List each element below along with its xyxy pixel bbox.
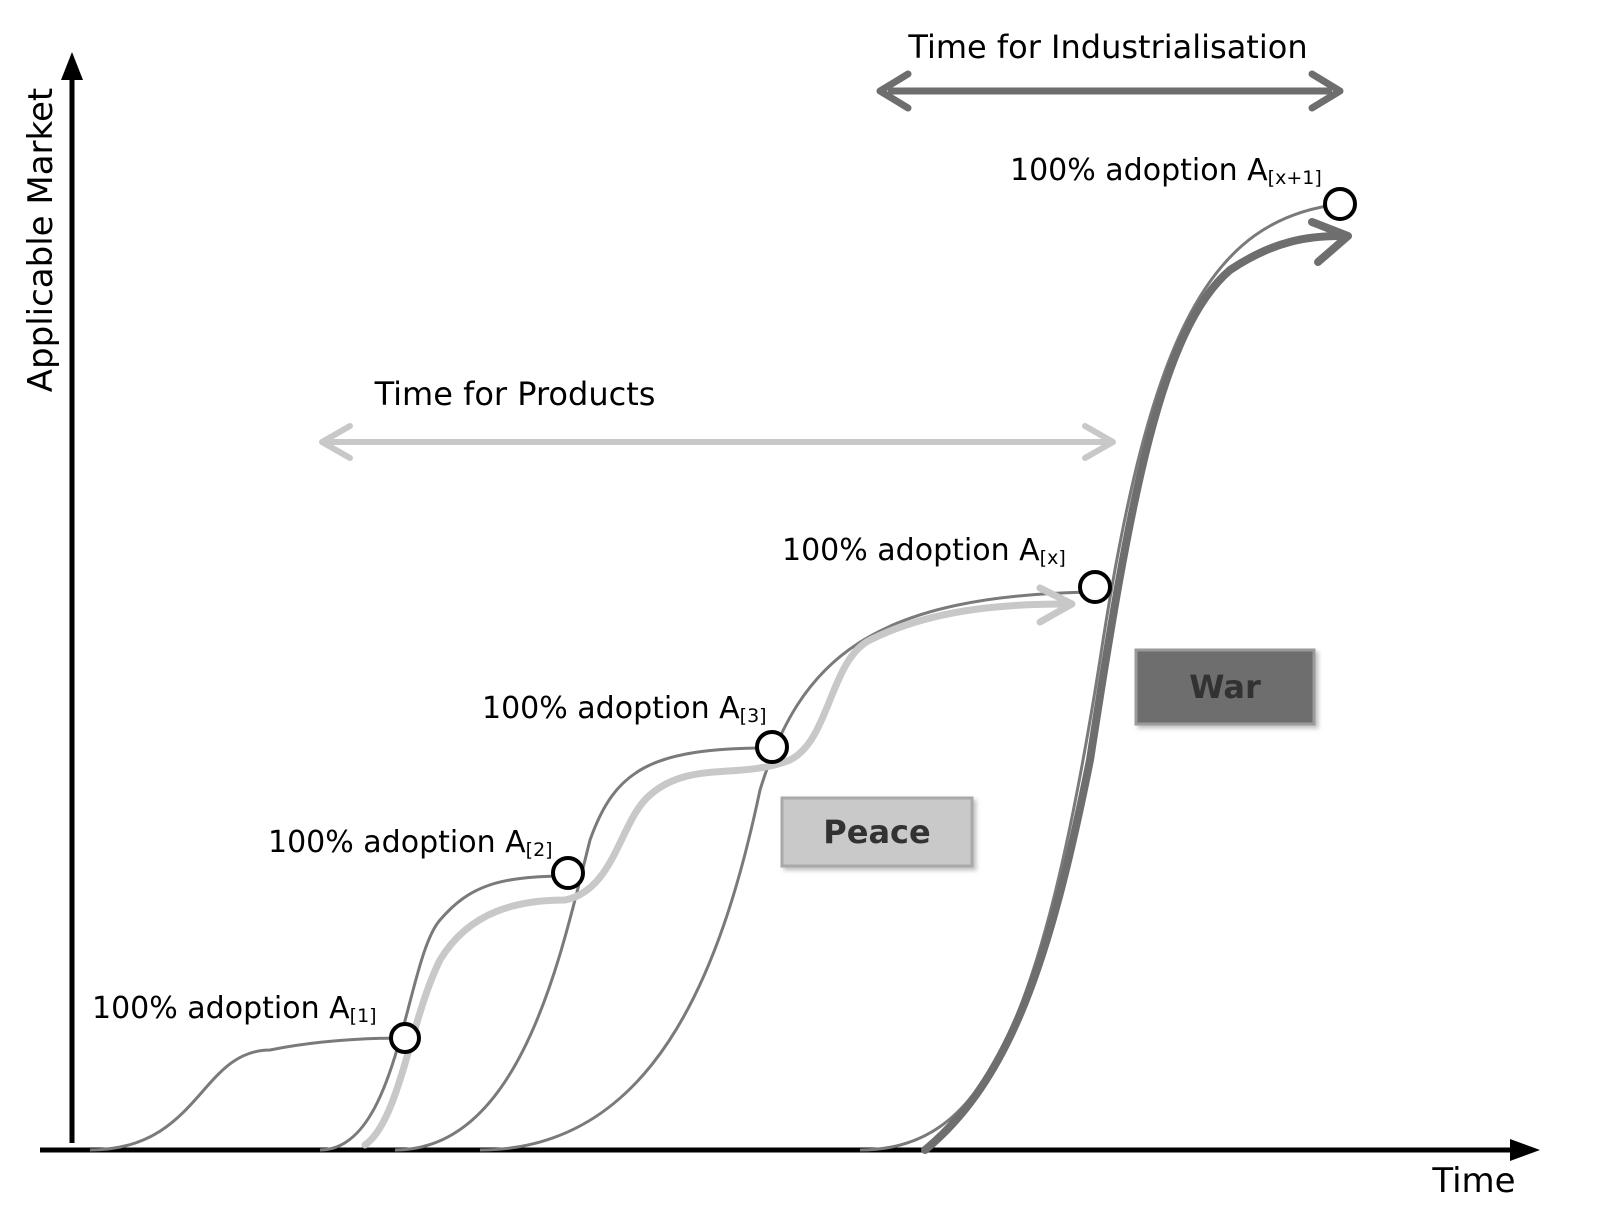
milestone-marker-a3 [755,730,789,764]
milestone-labels: 100% adoption A[1] 100% adoption A[2] 10… [92,153,1322,1027]
industrialisation-arrow-left [876,70,912,112]
war-box: War [1134,648,1316,726]
x-axis-label: Time [1431,1161,1515,1201]
war-box-rect [1134,648,1316,726]
curve-ax [479,590,1101,1152]
war-arrow [921,218,1352,1154]
peace-arrow [361,584,1076,1149]
peace-arrow-path [361,600,1069,1149]
war-box-label: War [1189,668,1261,706]
milestone-label-a1: 100% adoption A[1] [92,991,377,1027]
industrialisation-span: Time for Industrialisation [876,28,1344,112]
curve-a2 [319,874,571,1152]
peace-arrowhead [1036,584,1076,626]
milestone-label-ax: 100% adoption A[x] [782,533,1066,569]
products-arrow-left [319,423,353,461]
y-axis-arrowhead [61,52,83,80]
products-span-label: Time for Products [374,375,656,413]
milestone-label-ax1: 100% adoption A[x+1] [1010,153,1322,189]
war-arrow-path [921,232,1344,1154]
industrialisation-arrow-right [1308,70,1344,112]
milestone-markers [389,187,1357,1054]
axes: Applicable Market Time [21,52,1540,1201]
milestone-marker-a1 [389,1022,421,1054]
milestone-marker-a2 [551,856,585,890]
peace-box-label: Peace [823,813,930,851]
war-arrowhead [1308,218,1352,266]
curve-a1 [89,1036,406,1152]
x-axis-arrowhead [1510,1139,1540,1161]
peace-box: Peace [780,796,974,868]
milestone-label-a3: 100% adoption A[3] [482,691,767,727]
products-span: Time for Products [319,375,1116,461]
milestone-marker-ax1 [1323,187,1357,221]
y-axis-label: Applicable Market [21,88,61,392]
peace-box-rect [780,796,974,868]
milestone-marker-ax [1078,570,1112,604]
milestone-label-a2: 100% adoption A[2] [268,825,553,861]
products-arrow-right [1082,423,1116,461]
industrialisation-span-label: Time for Industrialisation [907,28,1307,66]
